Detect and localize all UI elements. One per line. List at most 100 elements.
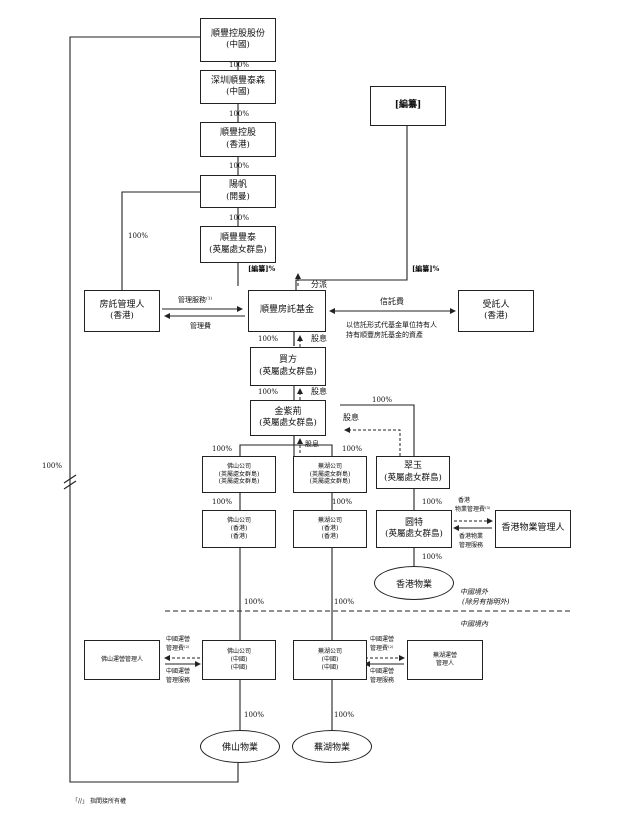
box-line: (中國)	[321, 663, 339, 671]
trust-note-line: 持有順豐房託基金的資產	[346, 331, 423, 339]
shunfeng-hk-box: 順豐控股 (香港)	[200, 122, 276, 157]
box-line: 佛山公司	[226, 462, 251, 470]
dividend-label: 股息	[311, 387, 327, 396]
box-line: (英屬處女群島)	[259, 418, 317, 429]
box-line: (香港)	[230, 525, 248, 533]
trust-note-line: 以信託形式代基金單位持有人	[346, 321, 437, 329]
inside-china-label: 中國境內	[460, 620, 488, 628]
dividend-label: 股息	[343, 413, 359, 422]
hk-mgmt-fee-line: 物業管理費⁽³⁾	[455, 506, 491, 513]
box-line: 受託人	[482, 299, 510, 310]
pct-label: 100%	[212, 445, 233, 453]
foshan-cn-box: 佛山公司 (中國) (中國)	[202, 640, 276, 680]
cn-svc-line: 管理服務	[370, 677, 395, 684]
box-line: 蕪湖運營	[432, 652, 457, 660]
redacted-pct-label: [編纂]%	[412, 264, 440, 273]
box-line: (英屬處女群島)	[218, 478, 260, 486]
box-line: [編纂]	[394, 100, 422, 111]
redacted-box: [編纂]	[370, 86, 446, 126]
box-line: 順豐控股	[219, 128, 256, 139]
pct-label: 100%	[128, 232, 149, 240]
box-line: (香港)	[226, 139, 250, 150]
cn-svc-line: 中國運營	[166, 668, 191, 675]
pct-label: 100%	[372, 396, 393, 404]
foshan-hk-box: 佛山公司 (香港) (香港)	[202, 510, 276, 548]
box-line: (香港)	[484, 311, 508, 322]
pct-label: 100%	[422, 498, 443, 506]
foshan-bvi-box: 佛山公司 (英屬處女群島) (英屬處女群島)	[202, 456, 276, 493]
shenzhen-taisen-box: 深圳順豐泰森 (中國)	[200, 70, 276, 104]
box-line: (中國)	[321, 656, 339, 664]
reit-manager-box: 房託管理人 (香港)	[84, 290, 160, 332]
pct-label: 100%	[332, 498, 353, 506]
box-line: 圆特	[404, 517, 423, 528]
pct-label: 100%	[212, 498, 233, 506]
maifang-box: 買方 (英屬處女群島)	[250, 347, 326, 386]
box-line: (中國)	[226, 40, 250, 51]
shunfeng-fengtai-box: 順豐豐泰 (英屬處女群島)	[200, 226, 276, 263]
pct-label: 100%	[334, 598, 355, 606]
box-line: 深圳順豐泰森	[210, 75, 265, 86]
box-line: (英屬處女群島)	[384, 472, 442, 483]
mgmt-fee-label: 管理費	[190, 322, 211, 330]
trustee-box: 受託人 (香港)	[458, 290, 534, 332]
box-line: (英屬處女群島)	[259, 366, 317, 377]
foshan-property-ellipse: 佛山物業	[200, 730, 280, 763]
box-line: 順豐豐泰	[219, 233, 256, 244]
pct-label: 100%	[244, 598, 265, 606]
box-line: (英屬處女群島)	[309, 478, 351, 486]
redacted-pct-label: [編纂]%	[248, 264, 276, 273]
box-line: 蕪湖公司	[317, 462, 342, 470]
box-line: 順豐控股股份	[210, 28, 265, 39]
ellipse-label: 佛山物業	[221, 743, 258, 753]
pct-label: 100%	[42, 462, 63, 470]
box-line: (中國)	[226, 87, 250, 98]
pct-label: 100%	[422, 553, 443, 561]
reit-box: 順豐房託基金	[248, 290, 326, 332]
cn-fee-line: 中國運營	[166, 636, 191, 643]
jinziyuan-box: 金紫荊 (英屬處女群島)	[250, 400, 326, 436]
box-line: 房託管理人	[99, 299, 145, 310]
box-line: 買方	[278, 355, 297, 366]
cn-fee-line: 中國運營	[370, 636, 395, 643]
box-line: (香港)	[110, 311, 134, 322]
pct-label: 100%	[334, 711, 355, 719]
box-line: 翠玉	[403, 461, 422, 472]
box-line: 蕪湖公司	[317, 648, 342, 656]
outside-china-label: 中國境外	[460, 588, 488, 596]
box-line: 蕪湖公司	[317, 517, 342, 525]
hk-mgmt-svc-line: 管理服務	[459, 542, 484, 549]
cn-fee-line: 管理費⁽²⁾	[370, 645, 394, 652]
box-line: (中國)	[230, 663, 248, 671]
footnote: 「//」 指間接所有權	[72, 798, 126, 805]
box-line: (開曼)	[226, 191, 250, 202]
box-line: (香港)	[230, 532, 248, 540]
box-line: 順豐房託基金	[259, 305, 314, 316]
box-line: (香港)	[321, 525, 339, 533]
box-line: 佛山公司	[226, 648, 251, 656]
guote-box: 圆特 (英屬處女群島)	[376, 510, 452, 548]
box-line: 香港物業管理人	[501, 523, 565, 534]
hk-mgmt-fee-line: 香港	[458, 497, 471, 504]
foshan-op-manager-box: 佛山運營管理人	[84, 640, 160, 680]
trust-fee-label: 信託費	[380, 297, 404, 306]
shunfeng-holding-box: 順豐控股股份 (中國)	[200, 18, 276, 62]
wuhu-op-manager-box: 蕪湖運營 管理人	[407, 640, 483, 680]
hk-mgmt-svc-line: 香港物業	[459, 533, 484, 540]
pct-label: 100%	[342, 445, 363, 453]
distribution-label: 分派	[311, 280, 327, 289]
box-line: 金紫荊	[274, 406, 302, 417]
box-line: 陽帆	[228, 180, 247, 191]
hk-property-ellipse: 香港物業	[374, 566, 454, 600]
box-line: (英屬處女群島)	[218, 470, 260, 478]
dividend-label: 股息	[311, 334, 327, 343]
wuhu-cn-box: 蕪湖公司 (中國) (中國)	[293, 640, 367, 680]
cuiyu-box: 翠玉 (英屬處女群島)	[376, 456, 450, 489]
box-line: (香港)	[321, 532, 339, 540]
box-line: (英屬處女群島)	[309, 470, 351, 478]
box-line: 管理人	[435, 660, 454, 667]
pct-label: 100%	[229, 61, 250, 69]
pct-label: 100%	[229, 110, 250, 118]
box-line: (英屬處女群島)	[385, 529, 443, 540]
